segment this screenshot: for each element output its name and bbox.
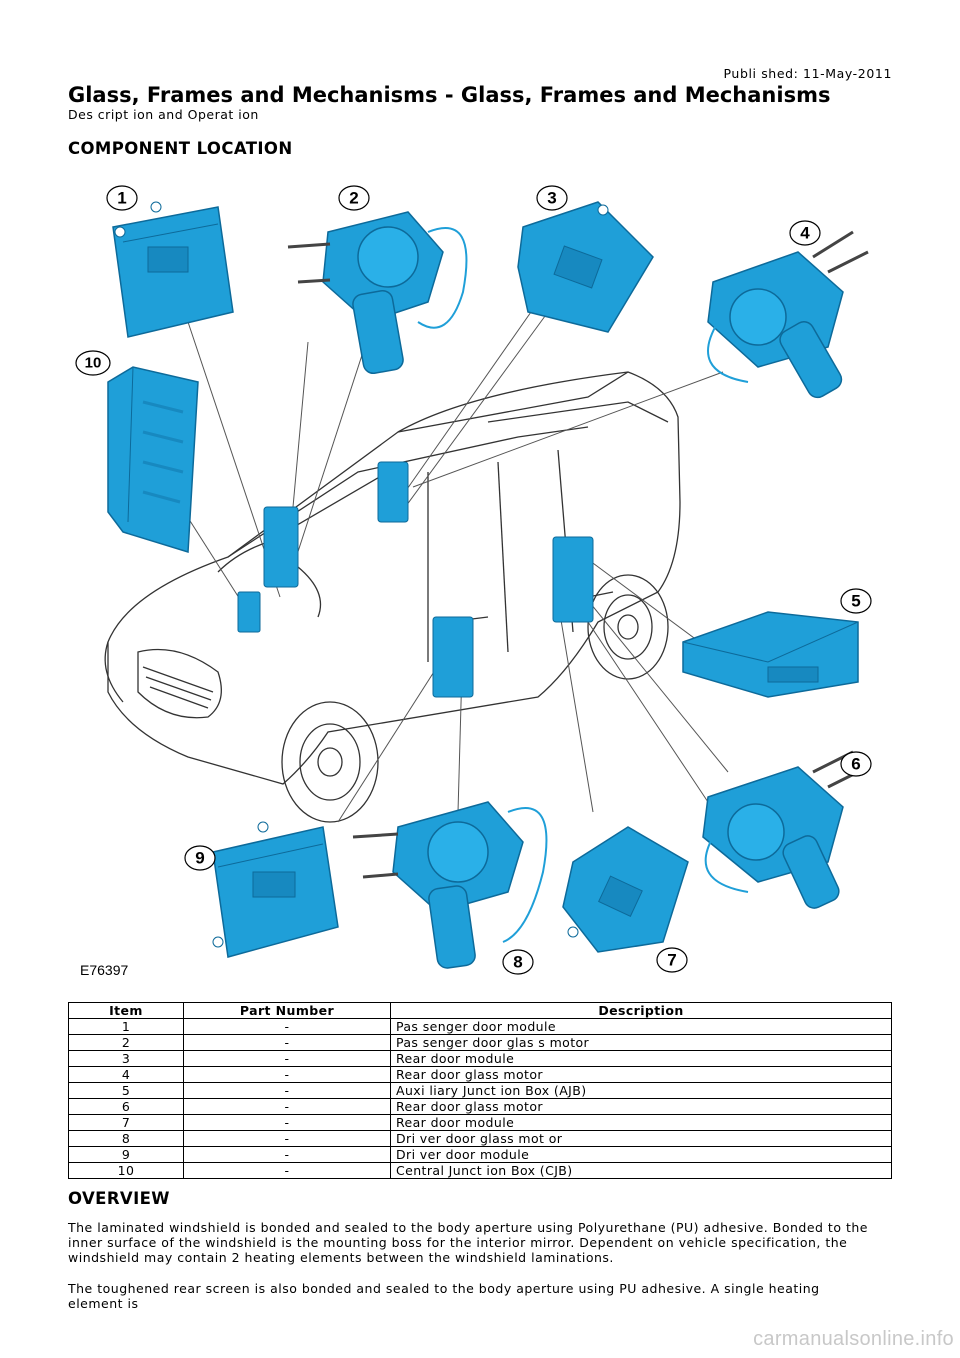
callout-10-label: 10 <box>85 355 102 372</box>
component-2-glass-motor <box>287 211 468 375</box>
cell-part: - <box>183 1114 391 1131</box>
cell-item: 5 <box>68 1082 184 1099</box>
component-diagram: 1 2 3 4 5 6 7 8 9 10 E76397 <box>75 185 872 978</box>
table-row: 5-Auxi liary Junct ion Box (AJB) <box>68 1082 892 1099</box>
callout-7-label: 7 <box>667 951 676 970</box>
overview-paragraph-2: The toughened rear screen is also bonded… <box>68 1281 820 1311</box>
page-subtitle: Des cript ion and Operat ion <box>68 107 259 122</box>
overview-heading: OVERVIEW <box>68 1189 170 1208</box>
cell-item: 7 <box>68 1114 184 1131</box>
col-description: Description <box>390 1002 892 1019</box>
callout-1 <box>106 185 138 211</box>
callout-3 <box>536 185 568 211</box>
callout-3-label: 3 <box>547 189 556 208</box>
callout-9-label: 9 <box>195 849 204 868</box>
callout-2-label: 2 <box>349 189 358 208</box>
cell-description: Rear door module <box>390 1050 892 1067</box>
component-8-glass-motor <box>352 801 548 969</box>
watermark: carmanualsonline.info <box>753 1328 954 1350</box>
callout-2 <box>338 185 370 211</box>
cell-description: Central Junct ion Box (CJB) <box>390 1162 892 1179</box>
cell-part: - <box>183 1034 391 1051</box>
table-row: 7-Rear door module <box>68 1114 892 1131</box>
cell-description: Rear door glass motor <box>390 1098 892 1115</box>
cell-part: - <box>183 1066 391 1083</box>
component-9-door-module <box>212 821 339 958</box>
component-3-door-module <box>517 201 654 333</box>
cell-description: Rear door module <box>390 1114 892 1131</box>
component-5-ajb <box>682 611 859 698</box>
col-part-number: Part Number <box>183 1002 391 1019</box>
cell-description: Dri ver door glass mot or <box>390 1130 892 1147</box>
cell-description: Auxi liary Junct ion Box (AJB) <box>390 1082 892 1099</box>
cell-item: 6 <box>68 1098 184 1115</box>
table-row: 4-Rear door glass motor <box>68 1066 892 1083</box>
callout-7 <box>656 947 688 973</box>
cell-item: 9 <box>68 1146 184 1163</box>
overview-paragraph-1: The laminated windshield is bonded and s… <box>68 1220 868 1265</box>
component-6-glass-motor <box>702 750 869 909</box>
callout-4 <box>789 220 821 246</box>
component-location-figure: 1 2 3 4 5 6 7 8 9 10 E76397 <box>68 172 892 982</box>
cell-item: 3 <box>68 1050 184 1067</box>
cell-item: 4 <box>68 1066 184 1083</box>
cell-item: 1 <box>68 1018 184 1035</box>
callouts <box>75 185 872 975</box>
page-title: Glass, Frames and Mechanisms - Glass, Fr… <box>68 83 831 107</box>
callout-8-label: 8 <box>513 953 522 972</box>
callout-4-label: 4 <box>800 224 810 243</box>
callout-6-label: 6 <box>851 755 860 774</box>
table-row: 6-Rear door glass motor <box>68 1098 892 1115</box>
cell-part: - <box>183 1098 391 1115</box>
callout-5 <box>840 588 872 614</box>
callout-10 <box>75 350 111 376</box>
figure-id: E76397 <box>80 962 128 978</box>
callout-1-label: 1 <box>117 189 126 208</box>
callout-6 <box>840 751 872 777</box>
table-row: 8-Dri ver door glass mot or <box>68 1130 892 1147</box>
component-1-door-module <box>112 201 234 338</box>
table-row: 3-Rear door module <box>68 1050 892 1067</box>
table-row: 9-Dri ver door module <box>68 1146 892 1163</box>
callout-8 <box>502 949 534 975</box>
vehicle-components <box>237 461 594 698</box>
cell-part: - <box>183 1130 391 1147</box>
callout-5-label: 5 <box>851 592 860 611</box>
vehicle-outline <box>104 371 681 823</box>
component-4-glass-motor <box>707 230 869 399</box>
cell-description: Rear door glass motor <box>390 1066 892 1083</box>
component-7-door-module <box>562 826 689 953</box>
cell-part: - <box>183 1018 391 1035</box>
table-header-row: Item Part Number Description <box>68 1002 892 1019</box>
cell-description: Dri ver door module <box>390 1146 892 1163</box>
table-row: 10-Central Junct ion Box (CJB) <box>68 1162 892 1179</box>
cell-part: - <box>183 1162 391 1179</box>
cell-description: Pas senger door module <box>390 1018 892 1035</box>
table-row: 1-Pas senger door module <box>68 1018 892 1035</box>
component-location-heading: COMPONENT LOCATION <box>68 139 293 158</box>
table-row: 2-Pas senger door glas s motor <box>68 1034 892 1051</box>
callout-9 <box>184 845 216 871</box>
cell-part: - <box>183 1146 391 1163</box>
component-10-cjb <box>107 366 199 553</box>
parts-table: Item Part Number Description 1-Pas senge… <box>68 1002 892 1179</box>
col-item: Item <box>68 1002 184 1019</box>
cell-item: 10 <box>68 1162 184 1179</box>
cell-item: 8 <box>68 1130 184 1147</box>
cell-description: Pas senger door glas s motor <box>390 1034 892 1051</box>
cell-part: - <box>183 1082 391 1099</box>
cell-part: - <box>183 1050 391 1067</box>
cell-item: 2 <box>68 1034 184 1051</box>
published-date: Publi shed: 11-May-2011 <box>723 66 892 81</box>
